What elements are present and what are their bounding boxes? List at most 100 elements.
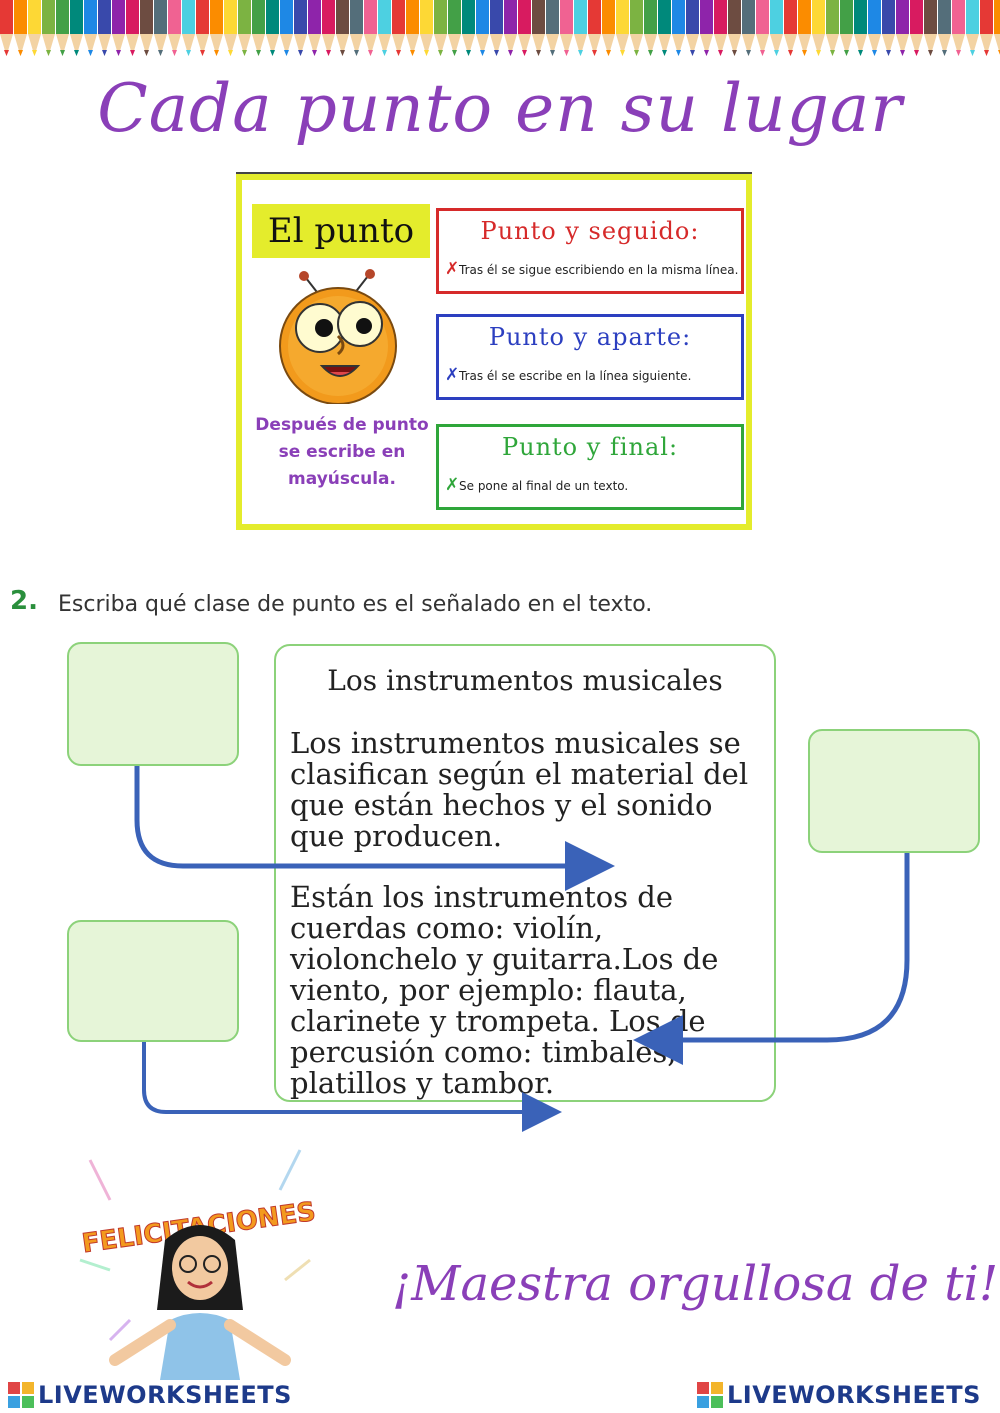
pencil-tip — [644, 34, 657, 56]
pencil-lead — [900, 50, 905, 56]
pencil-lead — [942, 50, 947, 56]
pencil-tip — [322, 34, 335, 56]
pencil — [28, 0, 41, 34]
pencil — [658, 0, 671, 34]
pencil-lead — [788, 50, 793, 56]
pencil-lead — [452, 50, 457, 56]
pencil-tip — [224, 34, 237, 56]
pencil-tip — [252, 34, 265, 56]
liveworksheets-logo-right: LIVEWORKSHEETS — [697, 1380, 981, 1410]
pencil-tip — [196, 34, 209, 56]
pencil-tip — [210, 34, 223, 56]
note-line: mayúscula. — [288, 469, 396, 489]
pencil — [56, 0, 69, 34]
pencil — [70, 0, 83, 34]
pencil-tip — [840, 34, 853, 56]
pencil-tip — [812, 34, 825, 56]
pencil — [798, 0, 811, 34]
pencil — [896, 0, 909, 34]
teacher-avatar-icon — [109, 1225, 291, 1380]
pencil-lead — [438, 50, 443, 56]
reading-text-box: Los instrumentos musicales Los instrumen… — [274, 644, 776, 1102]
pencil — [294, 0, 307, 34]
pencil — [672, 0, 685, 34]
pencil-lead — [186, 50, 191, 56]
pencil-tip — [770, 34, 783, 56]
punto-seguido-desc: Tras él se sigue escribiendo en la misma… — [459, 263, 739, 277]
pencil — [280, 0, 293, 34]
pencil — [434, 0, 447, 34]
punto-final-desc: Se pone al final de un texto. — [459, 479, 629, 493]
pencil-tip — [336, 34, 349, 56]
pencil-tip — [154, 34, 167, 56]
pencil — [252, 0, 265, 34]
pencil — [546, 0, 559, 34]
pencil-lead — [494, 50, 499, 56]
pencil-lead — [886, 50, 891, 56]
pencil-lead — [606, 50, 611, 56]
punto-seguido-title: Punto y seguido: — [480, 217, 700, 245]
pencil-tip — [448, 34, 461, 56]
answer-box-1[interactable] — [67, 642, 239, 766]
pencil — [462, 0, 475, 34]
pencil-tip — [854, 34, 867, 56]
pencil-tip — [588, 34, 601, 56]
pencil-tip — [714, 34, 727, 56]
pencil — [322, 0, 335, 34]
pencil-tip — [42, 34, 55, 56]
pencil-tip — [350, 34, 363, 56]
page-title: Cada punto en su lugar — [97, 70, 903, 147]
pencil-lead — [508, 50, 513, 56]
pencil — [630, 0, 643, 34]
pencil-lead — [536, 50, 541, 56]
pencil — [42, 0, 55, 34]
pencil-lead — [802, 50, 807, 56]
punto-aparte-title: Punto y aparte: — [488, 323, 692, 351]
pencil — [952, 0, 965, 34]
pencil-tip — [896, 34, 909, 56]
brand-text: LIVEWORKSHEETS — [727, 1381, 981, 1409]
pencil-tip — [364, 34, 377, 56]
pencil — [364, 0, 377, 34]
pencil-tip — [910, 34, 923, 56]
pencil-tip — [980, 34, 993, 56]
proud-teacher-message: ¡Maestra orgullosa de ti! — [392, 1256, 999, 1312]
pencil-tip — [112, 34, 125, 56]
pencil-lead — [382, 50, 387, 56]
pencil-tip — [532, 34, 545, 56]
pencil-tip — [826, 34, 839, 56]
pencil-tip — [602, 34, 615, 56]
pencil-tip — [630, 34, 643, 56]
pencil-lead — [956, 50, 961, 56]
pencil-lead — [74, 50, 79, 56]
pencil-lead — [354, 50, 359, 56]
answer-box-2[interactable] — [808, 729, 980, 853]
pencil-tip — [798, 34, 811, 56]
pencil-tip — [434, 34, 447, 56]
pencil-tip — [938, 34, 951, 56]
punto-info-card: El punto Después de punto se escribe en … — [236, 172, 752, 530]
pencil — [812, 0, 825, 34]
punto-final-title: Punto y final: — [501, 433, 679, 461]
pencil-tip — [686, 34, 699, 56]
pencil-tip — [308, 34, 321, 56]
pencil — [112, 0, 125, 34]
pencil-tip — [0, 34, 13, 56]
brand-text: LIVEWORKSHEETS — [38, 1381, 292, 1409]
pencil-lead — [410, 50, 415, 56]
pencil — [504, 0, 517, 34]
question-number: 2. — [10, 586, 38, 616]
pencil-tip — [406, 34, 419, 56]
pencil-tip — [672, 34, 685, 56]
pencil — [588, 0, 601, 34]
answer-box-3[interactable] — [67, 920, 239, 1042]
pencil — [938, 0, 951, 34]
liveworksheets-logo-left: LIVEWORKSHEETS — [8, 1380, 292, 1410]
pencil — [350, 0, 363, 34]
pencil-tip — [994, 34, 1000, 55]
pencil-lead — [564, 50, 569, 56]
pencil-lead — [368, 50, 373, 56]
pencil-tip — [546, 34, 559, 56]
pencil — [140, 0, 153, 34]
pencil-lead — [620, 50, 625, 56]
